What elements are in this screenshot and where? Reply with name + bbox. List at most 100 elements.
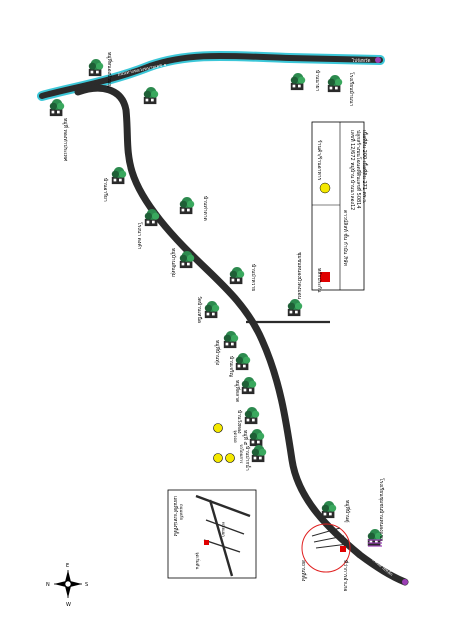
village-bottom: หมู่ที่บ้านดู่ xyxy=(321,500,351,523)
village-center-c: บ้านป่าหวาย xyxy=(229,264,257,291)
yellow-marker xyxy=(225,453,235,463)
target-location: สถานที่ตั้ง ที่ว่าการอำเภอ xyxy=(300,523,351,591)
village-label: หมู่ที่หนองบัวบุญ xyxy=(106,52,113,87)
compass-arrow-icon xyxy=(65,570,71,582)
target-marker xyxy=(340,546,346,552)
main-road xyxy=(74,84,409,586)
village-center-g: หมู่ที่ตลาด xyxy=(234,377,257,402)
village-side-road: ชุมชนหนองบัวดงมอน xyxy=(287,252,303,317)
target-label: สถานที่ตั้ง xyxy=(300,560,309,582)
inset-title: แผนที่ตำแหน่งที่ตั้ง xyxy=(172,496,181,537)
compass-north: N xyxy=(46,582,50,588)
inset-map: แผนที่ตำแหน่งที่ตั้ง ถนนหลัก จุดเริ่มต้น… xyxy=(167,489,257,579)
village-label: บ้านท่าตาด xyxy=(202,196,209,221)
tree-icon xyxy=(251,445,267,463)
compass-arrow-icon xyxy=(54,581,66,587)
legend-yellow-swatch xyxy=(319,182,331,194)
inset-label-b: จุดเริ่มต้น xyxy=(194,552,201,569)
village-lower-a: บ้านวังทอง xyxy=(236,407,260,434)
inset-road xyxy=(203,539,241,553)
tree-icon xyxy=(235,353,251,371)
village-label: โรงนา ดงคำ xyxy=(136,222,143,250)
school-road-marks xyxy=(368,539,382,547)
village-center-b: หมู่บ้านสันดุ่ม xyxy=(170,248,195,277)
inset-label-a: ถนนหลัก xyxy=(179,504,184,521)
road-end-marker xyxy=(375,57,381,63)
compass-west: W xyxy=(66,602,71,608)
village-center-f: บ้านเจริญ xyxy=(228,353,251,377)
tree-icon xyxy=(49,99,65,117)
inset-road xyxy=(208,499,234,577)
village-label: วัดบ้านเหนือ xyxy=(196,296,203,323)
village-label: ชุมชนหนองบัวดงมอน xyxy=(296,252,302,300)
village-label: หมู่ที่ ทองท่าประเทศ xyxy=(62,118,69,162)
tree-icon xyxy=(290,73,306,91)
inset-road xyxy=(205,519,245,535)
village-center-d: วัดบ้านเหนือ xyxy=(196,296,220,323)
village-center-e: หมู่ที่บ้านทุ่ง xyxy=(214,331,239,366)
school-bottom: โรงเรียนชุมชนบ้านหนองแขม xyxy=(367,478,385,547)
branch-road xyxy=(313,535,345,543)
branch-road xyxy=(311,527,341,537)
village-label: บ้านป่าหวาย xyxy=(250,264,257,291)
tree-icon xyxy=(327,75,343,93)
tree-icon xyxy=(223,331,239,349)
inset-label-c: ทางแยก xyxy=(221,522,226,537)
village-label: บ้านเจริญ xyxy=(228,356,235,377)
village-label: หมู่บ้านสันดุ่ม xyxy=(170,248,177,277)
school-label: โรงเรียนชุมชนบ้านหนองแขม xyxy=(378,478,385,542)
village-top-left: หมู่ที่ ทองท่าประเทศ xyxy=(49,87,159,162)
road-end-marker-bottom xyxy=(402,579,408,585)
tree-icon xyxy=(287,299,303,317)
village-label: โรงเรียนบ้านนา xyxy=(348,72,355,106)
legend: หลักประกัน ร้านค้า/ร้านอาหาร ดาวน์ลิสท์ … xyxy=(311,121,370,293)
compass: E W N S xyxy=(46,563,88,608)
village-label: บ้านวังทอง xyxy=(236,410,243,434)
yellow-marker-label: จุดจอด xyxy=(232,430,238,443)
tree-icon xyxy=(249,429,265,447)
village-top-right: หมู่ที่หนองบัวบุญ xyxy=(88,52,113,87)
branch-road xyxy=(315,543,349,549)
road-mid-label: ทางหลวง xyxy=(226,311,239,329)
village-left-a: บ้านอารียา xyxy=(102,167,127,202)
legend-line-2: เลขที่ 12/672 หมู่บ้าน บ้านนาลอง12 xyxy=(349,130,356,210)
village-label: บ้านนายา xyxy=(314,70,321,92)
highway-end-label: ไปจังหวัด xyxy=(351,58,370,64)
tree-icon xyxy=(179,197,195,215)
village-lower-c: บ้านปากน้ำ xyxy=(244,445,267,471)
village-label: บ้านปากน้ำ xyxy=(244,446,253,471)
compass-south: S xyxy=(85,582,88,588)
village-right-lower: โรงเรียนบ้านนา xyxy=(327,72,355,106)
legend-yellow-label: ร้านค้า/ร้านอาหาร xyxy=(316,140,323,181)
village-label: หมู่ที่ ๕ xyxy=(242,430,249,445)
village-label: หมู่ที่ตลาด xyxy=(234,380,241,402)
bottom-area-label: ที่ว่าการอำเภอ xyxy=(342,560,349,591)
compass-arrow-icon xyxy=(70,581,82,587)
highway xyxy=(39,52,383,99)
tree-icon xyxy=(111,167,127,185)
legend-line-1: ดาวน์ลิสท์ ชั้น กำนัน ภิษัท xyxy=(342,210,351,266)
yellow-markers: จุดจอด รถโดยสาร xyxy=(213,423,244,464)
tree-icon xyxy=(88,59,104,77)
village-center-a: บ้านท่าตาด xyxy=(179,196,209,221)
target-circle xyxy=(301,523,351,573)
legend-red-swatch xyxy=(320,272,330,282)
compass-arrow-icon xyxy=(65,586,71,598)
inset-marker xyxy=(204,540,209,545)
inset-road xyxy=(195,494,251,518)
compass-east: E xyxy=(66,563,69,569)
tree-icon xyxy=(229,267,245,285)
village-lower-b: หมู่ที่ ๕ xyxy=(242,429,265,447)
legend-red-label: หลักประกัน xyxy=(316,268,322,293)
village-left-b: โรงนา ดงคำ xyxy=(136,209,160,250)
village-label: หมู่ที่บ้านดู่ xyxy=(344,500,351,523)
legend-line-3: ปลูกสร้างบนโฉนดที่ดินเลขที่ 50814 xyxy=(355,130,362,209)
tree-icon xyxy=(241,377,257,395)
village-right-upper: บ้านนายา xyxy=(290,70,321,92)
village-label: หมู่ที่บ้านทุ่ง xyxy=(214,340,221,366)
yellow-marker-label: รถโดยสาร xyxy=(239,444,244,464)
tree-icon xyxy=(244,407,260,425)
yellow-marker xyxy=(213,423,223,433)
legend-line-4: เนื้อที่ดิน 200 เนื้อที่ดิน 271 ตร.ว. xyxy=(361,130,370,204)
